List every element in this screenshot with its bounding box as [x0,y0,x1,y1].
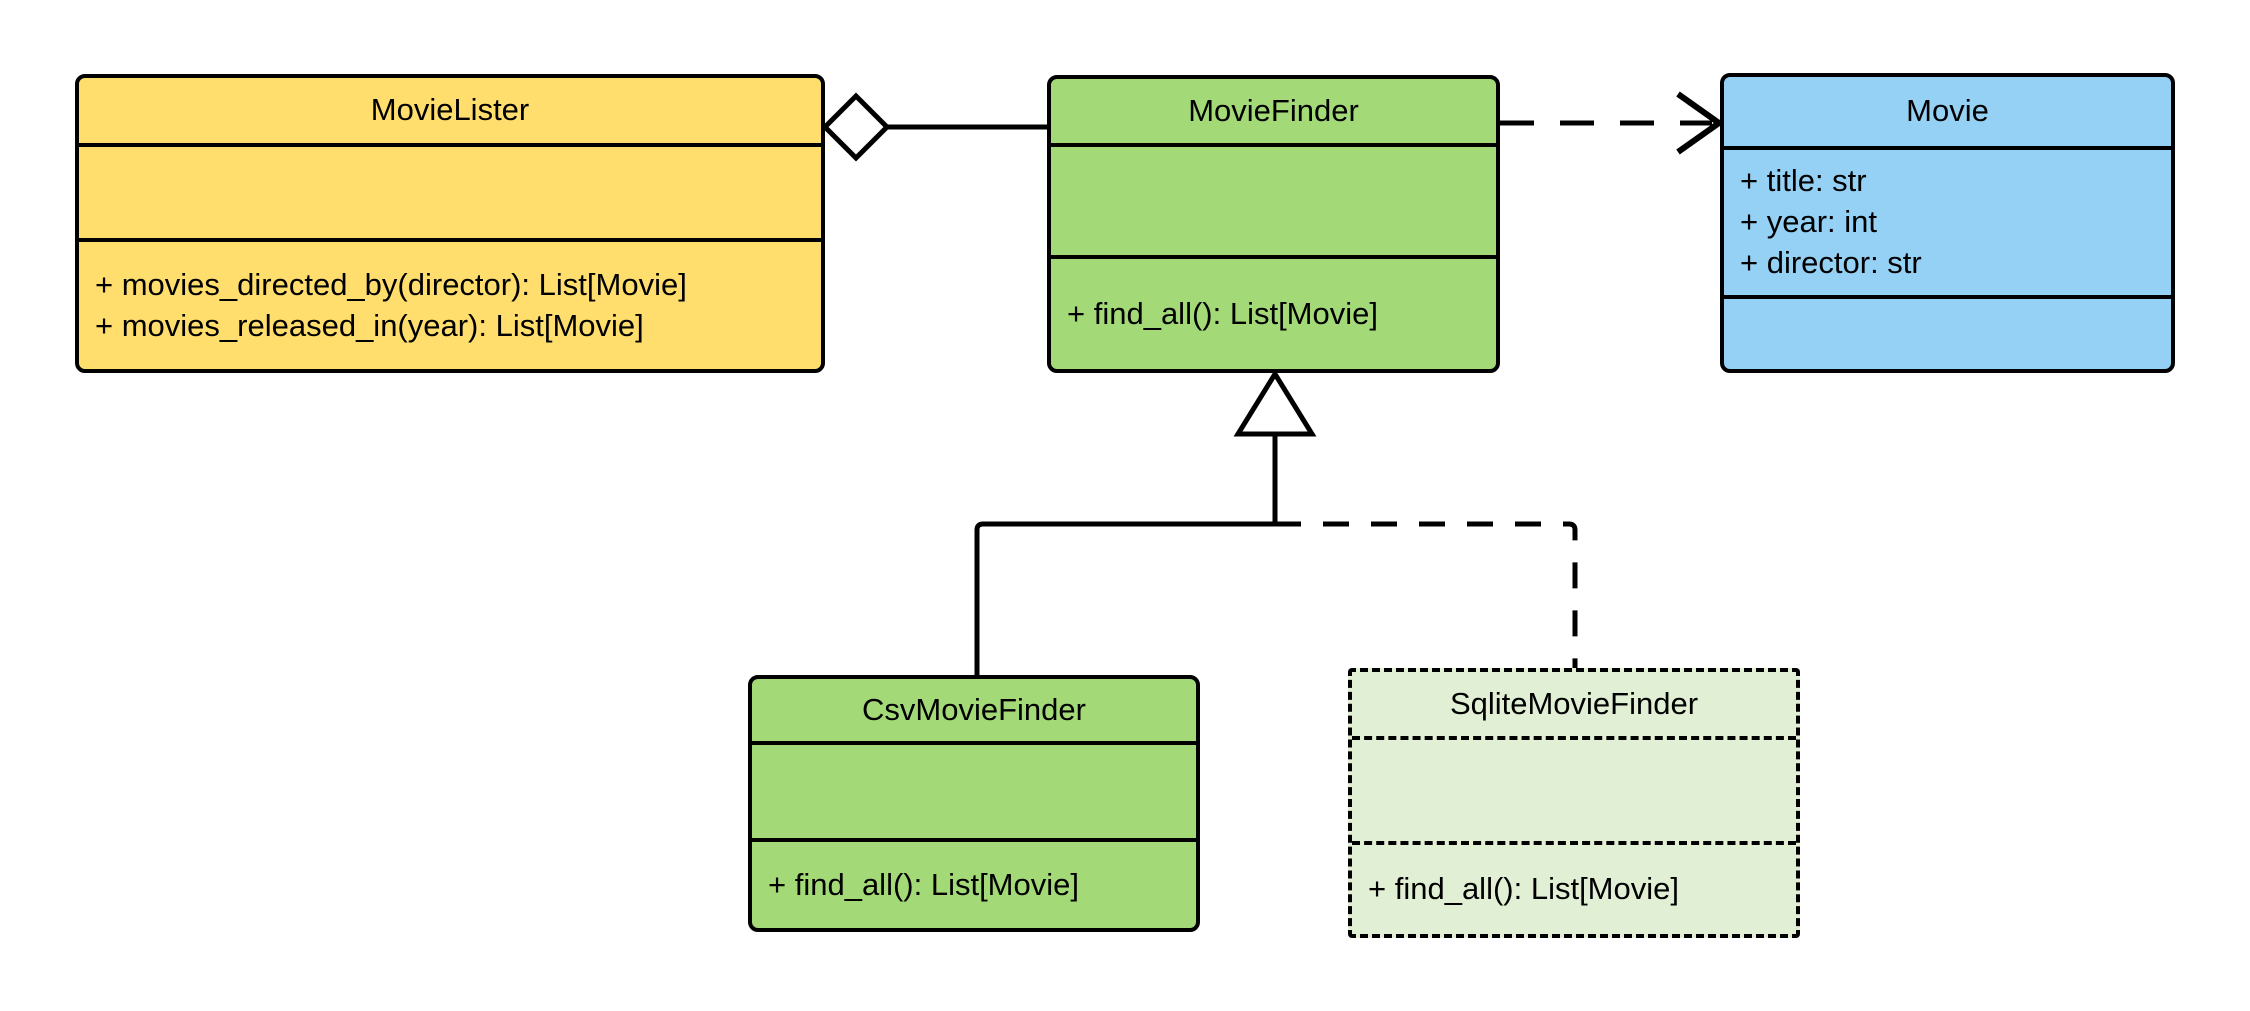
attributes-compartment [1051,143,1496,255]
attribute-item: + director: str [1740,244,1922,280]
method-item: + movies_released_in(year): List[Movie] [95,307,644,343]
class-title: MovieLister [370,92,530,128]
class-title: SqliteMovieFinder [1449,685,1699,721]
attribute-item: + title: str [1740,163,1867,199]
generalization-csv-finder-connector[interactable] [974,521,1275,675]
attributes-compartment: + title: str + year: int + director: str [1724,146,2171,295]
methods-compartment: + find_all(): List[Movie] [1051,255,1496,369]
class-name-compartment: MovieLister [79,78,821,143]
method-item: + find_all(): List[Movie] [1368,871,1679,907]
class-title: CsvMovieFinder [862,691,1086,727]
method-item: + find_all(): List[Movie] [768,866,1079,902]
methods-compartment [1724,295,2171,369]
class-box-movie[interactable]: Movie + title: str + year: int + directo… [1720,73,2175,373]
methods-compartment: + find_all(): List[Movie] [1352,841,1796,934]
hollow-diamond-icon [821,92,891,162]
class-name-compartment: SqliteMovieFinder [1352,672,1796,736]
class-box-movie-lister[interactable]: MovieLister + movies_directed_by(directo… [75,74,825,373]
class-box-csv-movie-finder[interactable]: CsvMovieFinder + find_all(): List[Movie] [748,675,1200,932]
class-name-compartment: CsvMovieFinder [752,679,1196,741]
class-box-sqlite-movie-finder[interactable]: SqliteMovieFinder + find_all(): List[Mov… [1348,668,1800,938]
generalization-trunk[interactable] [1233,369,1317,524]
open-arrow-icon [1676,91,1725,155]
aggregation-lister-finder-connector[interactable] [821,92,1047,162]
attribute-item: + year: int [1740,204,1877,240]
class-name-compartment: MovieFinder [1051,79,1496,143]
class-box-movie-finder[interactable]: MovieFinder + find_all(): List[Movie] [1047,75,1500,373]
method-item: + movies_directed_by(director): List[Mov… [95,266,687,302]
attributes-compartment [1352,736,1796,841]
hollow-triangle-icon [1233,369,1317,437]
class-title: MovieFinder [1188,92,1359,128]
methods-compartment: + find_all(): List[Movie] [752,838,1196,928]
methods-compartment: + movies_directed_by(director): List[Mov… [79,238,821,369]
method-item: + find_all(): List[Movie] [1067,295,1378,331]
class-title: Movie [1906,93,1989,129]
class-name-compartment: Movie [1724,77,2171,146]
generalization-sqlite-finder-connector[interactable] [1275,521,1578,668]
attributes-compartment [79,143,821,238]
dependency-finder-movie-connector[interactable] [1500,91,1725,155]
attributes-compartment [752,741,1196,838]
